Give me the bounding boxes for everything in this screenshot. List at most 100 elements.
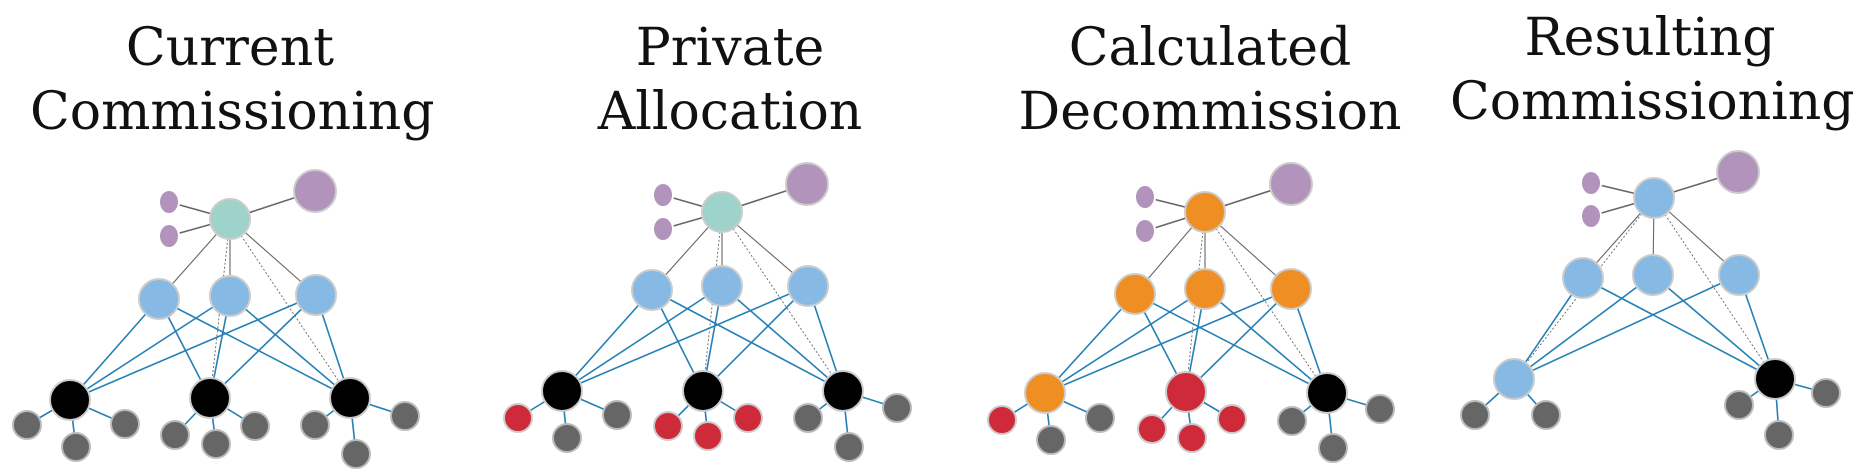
edge-m1-b3 [158, 298, 351, 399]
edge-top-b3 [721, 211, 844, 392]
node-red-l1 [503, 403, 533, 433]
node-orange-m1 [1114, 273, 1156, 315]
node-purple-small-p2 [1134, 218, 1156, 244]
node-purple-small-p2 [1580, 203, 1602, 229]
edge-m2-b1 [561, 285, 723, 392]
node-teal-top [209, 198, 251, 240]
node-purple-small-p1 [158, 189, 180, 215]
edge-m1-b3 [1134, 293, 1328, 394]
node-red-l5 [1177, 423, 1207, 453]
node-blue-m1 [138, 278, 180, 320]
node-black-b3 [329, 377, 371, 419]
edge-m2-b3 [721, 285, 844, 392]
node-gray-l2 [552, 423, 582, 453]
node-black-b2 [682, 370, 724, 412]
edge-m3-b2 [1185, 288, 1292, 393]
edge-m3-b2 [209, 294, 317, 399]
node-red-l5 [693, 421, 723, 451]
nodes-layer [12, 150, 1841, 469]
node-orange-top [1184, 191, 1226, 233]
node-blue-m3 [1718, 254, 1760, 296]
node-blue-m1 [631, 269, 673, 311]
node-gray-l2 [61, 432, 91, 462]
node-gray-l9 [1811, 378, 1841, 408]
node-red-l4 [1137, 414, 1167, 444]
node-blue-m2 [701, 265, 743, 307]
node-blue-b1 [1493, 358, 1535, 400]
node-blue-top [1633, 177, 1675, 219]
node-gray-l3 [1531, 400, 1561, 430]
node-gray-l8 [1318, 433, 1348, 463]
panel-title-private-allocation: Private Allocation [530, 16, 930, 144]
edge-m1-b1 [1044, 293, 1136, 394]
node-blue-m2 [209, 275, 251, 317]
node-gray-l9 [882, 393, 912, 423]
node-gray-l5 [201, 429, 231, 459]
panel-title-line: Current [125, 18, 335, 78]
node-orange-m3 [1270, 268, 1312, 310]
edge-m3-b1 [1513, 274, 1740, 380]
node-gray-l7 [300, 410, 330, 440]
edge-m2-b1 [69, 295, 231, 401]
edge-m2-b1 [1513, 274, 1654, 380]
node-red-l1 [987, 405, 1017, 435]
node-gray-l8 [1764, 420, 1794, 450]
edge-m1-b3 [1582, 277, 1776, 380]
panel-title-current-commissioning: Current Commissioning [30, 16, 435, 144]
node-purple-small-p1 [652, 182, 674, 208]
node-blue-m3 [295, 274, 337, 316]
node-black-b3 [822, 370, 864, 412]
node-black-b3 [1754, 358, 1796, 400]
node-gray-l9 [1365, 394, 1395, 424]
node-gray-l3 [1085, 403, 1115, 433]
edge-top-b3 [1204, 211, 1328, 394]
node-gray-l3 [602, 400, 632, 430]
edge-m3-b1 [69, 294, 317, 401]
edge-m1-b1 [69, 298, 160, 401]
node-purple-large-pb [785, 162, 829, 206]
node-gray-l7 [793, 403, 823, 433]
node-purple-small-p2 [158, 223, 180, 249]
node-red-l4 [653, 411, 683, 441]
node-gray-l6 [240, 411, 270, 441]
panel-title-resulting-commissioning: Resulting Commissioning [1450, 6, 1855, 134]
node-gray-l4 [160, 420, 190, 450]
panel-title-line: Commissioning [30, 82, 435, 142]
edge-top-b3 [1653, 197, 1776, 380]
node-black-b3 [1306, 372, 1348, 414]
edge-m3-b2 [702, 285, 809, 392]
edge-m2-b3 [1652, 274, 1776, 380]
node-gray-l7 [1277, 406, 1307, 436]
node-purple-small-p2 [652, 216, 674, 242]
node-blue-m1 [1562, 257, 1604, 299]
panel-title-line: Allocation [597, 82, 863, 142]
node-purple-large-pb [1716, 150, 1760, 194]
node-gray-l3 [110, 409, 140, 439]
panel-title-line: Decommission [1018, 82, 1402, 142]
edge-m2-b3 [229, 295, 351, 399]
node-purple-small-p1 [1134, 184, 1156, 210]
panel-title-line: Calculated [1068, 18, 1352, 78]
node-red-l6 [733, 403, 763, 433]
node-blue-m2 [1632, 254, 1674, 296]
node-teal-top [701, 191, 743, 233]
edge-m1-b3 [651, 289, 844, 392]
node-red-l6 [1217, 404, 1247, 434]
node-gray-l2 [1460, 400, 1490, 430]
panel-title-line: Private [635, 18, 825, 78]
node-purple-small-p1 [1580, 170, 1602, 196]
node-gray-l8 [341, 439, 371, 469]
edge-m1-b1 [561, 289, 653, 392]
node-gray-l9 [390, 401, 420, 431]
node-purple-large-pb [293, 169, 337, 213]
node-gray-l7 [1724, 390, 1754, 420]
edge-m3-b1 [561, 285, 809, 392]
node-gray-l1 [12, 410, 42, 440]
panel-title-line: Resulting [1524, 8, 1776, 68]
edge-m2-b3 [1204, 288, 1328, 394]
node-red-large-b2 [1165, 371, 1207, 413]
node-purple-large-pb [1269, 162, 1313, 206]
node-blue-m3 [787, 265, 829, 307]
panel-title-calculated-decommission: Calculated Decommission [1000, 16, 1420, 144]
